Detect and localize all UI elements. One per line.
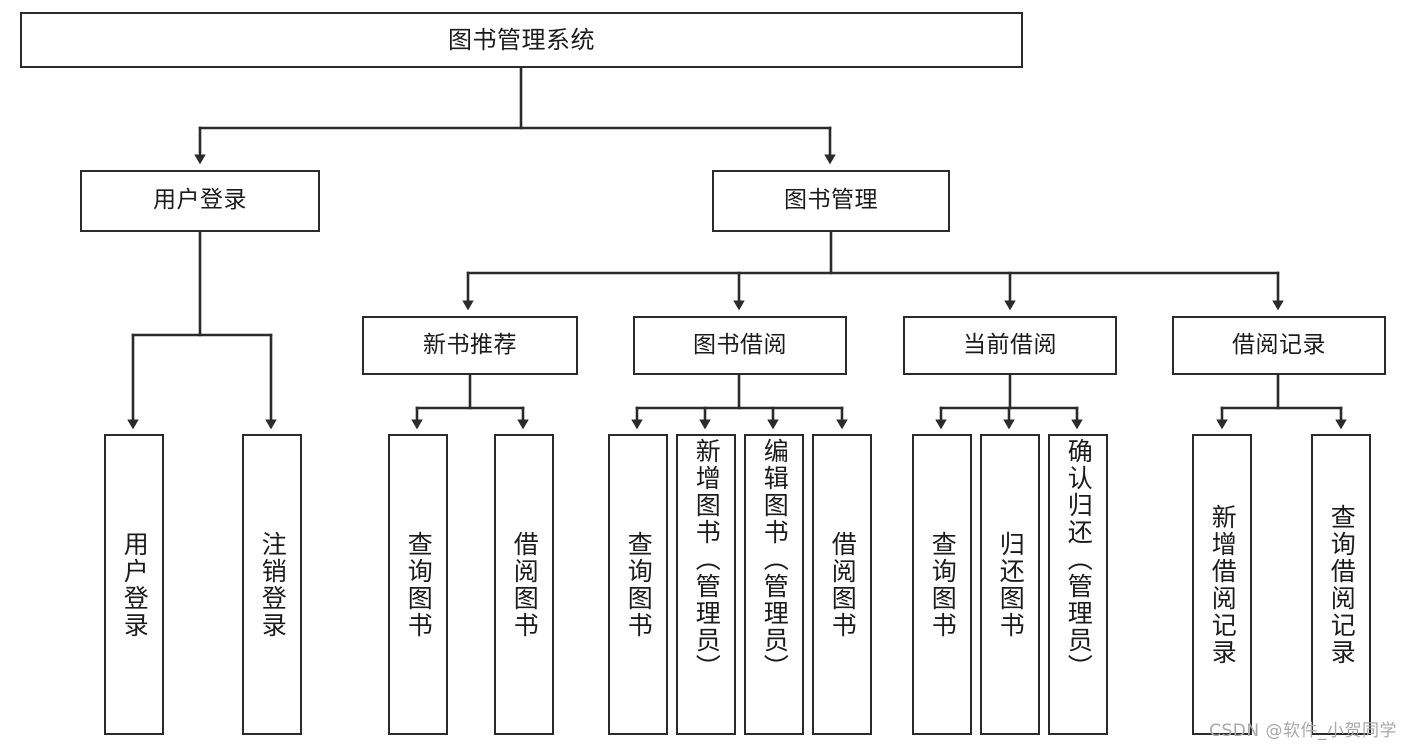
node-book-borrow[interactable]: 图书借阅 xyxy=(633,316,847,375)
node-leaf-borrow-book-2[interactable]: 借阅图书 xyxy=(812,434,872,735)
node-label: 确认归还（管理员） xyxy=(1064,438,1094,681)
node-label: 查询图书 xyxy=(624,530,654,639)
node-leaf-query-book-3[interactable]: 查询图书 xyxy=(912,434,972,735)
csdn-watermark: CSDN @软件_小贺同学 xyxy=(1209,721,1397,741)
node-label: 新增借阅记录 xyxy=(1208,503,1238,666)
node-label: 归还图书 xyxy=(996,530,1026,639)
node-label: 新增图书（管理员） xyxy=(692,438,722,681)
node-new-book-recommend[interactable]: 新书推荐 xyxy=(362,316,578,375)
node-label: 用户登录 xyxy=(153,187,247,214)
node-label: 查询借阅记录 xyxy=(1327,503,1357,666)
node-current-borrow[interactable]: 当前借阅 xyxy=(903,316,1117,375)
node-leaf-logout[interactable]: 注销登录 xyxy=(242,434,302,735)
node-leaf-edit-book[interactable]: 编辑图书（管理员） xyxy=(744,434,804,735)
node-borrow-record[interactable]: 借阅记录 xyxy=(1172,316,1386,375)
node-label: 图书借阅 xyxy=(693,331,787,358)
node-label: 借阅记录 xyxy=(1232,331,1326,358)
node-label: 编辑图书（管理员） xyxy=(760,438,790,681)
node-leaf-query-book-2[interactable]: 查询图书 xyxy=(608,434,668,735)
node-label: 注销登录 xyxy=(258,530,288,639)
node-label: 查询图书 xyxy=(928,530,958,639)
node-label: 当前借阅 xyxy=(963,331,1057,358)
node-label: 用户登录 xyxy=(120,530,150,639)
node-leaf-query-record[interactable]: 查询借阅记录 xyxy=(1311,434,1371,735)
node-label: 图书管理 xyxy=(784,187,878,214)
node-leaf-confirm-return[interactable]: 确认归还（管理员） xyxy=(1048,434,1108,735)
node-label: 借阅图书 xyxy=(828,530,858,639)
node-leaf-add-record[interactable]: 新增借阅记录 xyxy=(1192,434,1252,735)
node-label: 图书管理系统 xyxy=(448,25,595,54)
node-label: 查询图书 xyxy=(404,530,434,639)
node-leaf-query-book-1[interactable]: 查询图书 xyxy=(388,434,448,735)
node-user-login[interactable]: 用户登录 xyxy=(80,170,320,232)
node-label: 新书推荐 xyxy=(423,331,517,358)
node-book-management[interactable]: 图书管理 xyxy=(712,170,950,232)
node-leaf-borrow-book-1[interactable]: 借阅图书 xyxy=(494,434,554,735)
node-leaf-user-login[interactable]: 用户登录 xyxy=(104,434,164,735)
node-leaf-add-book[interactable]: 新增图书（管理员） xyxy=(676,434,736,735)
node-leaf-return-book[interactable]: 归还图书 xyxy=(980,434,1040,735)
node-label: 借阅图书 xyxy=(510,530,540,639)
node-book-management-system[interactable]: 图书管理系统 xyxy=(20,12,1023,68)
